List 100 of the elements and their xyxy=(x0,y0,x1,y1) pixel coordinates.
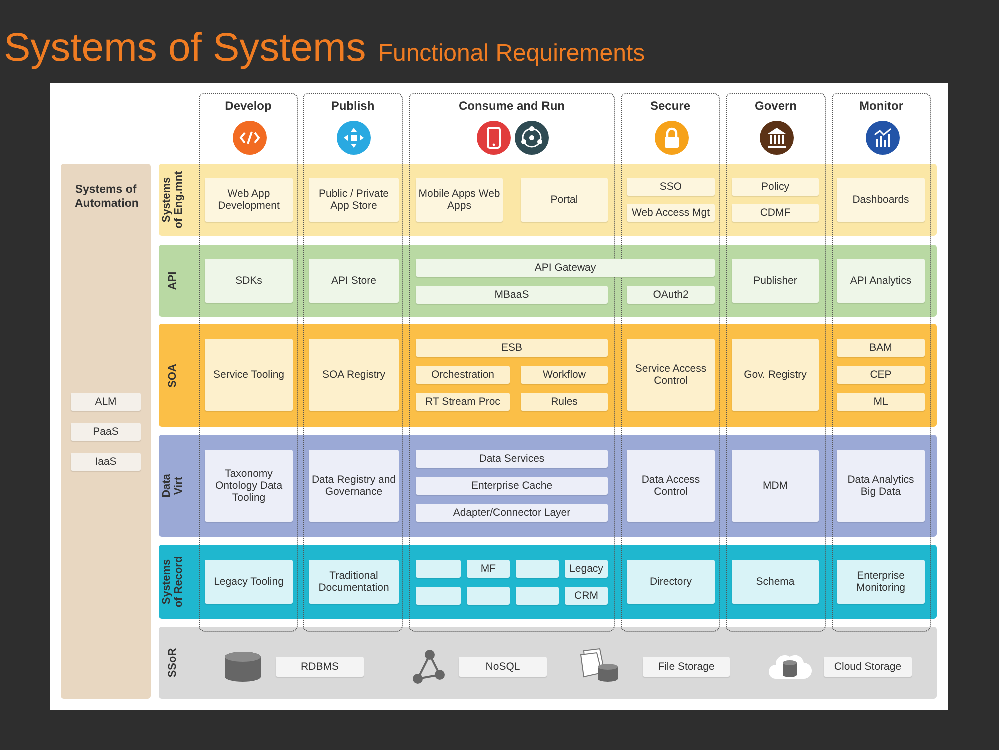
component-label: PaaS xyxy=(93,426,119,438)
component-box xyxy=(732,204,819,222)
component-label: Data Access Control xyxy=(640,474,702,498)
component-label: Workflow xyxy=(543,368,586,382)
component-box xyxy=(309,339,399,411)
component-label: BAM xyxy=(870,342,892,354)
component-label: Legacy Tooling xyxy=(214,576,284,588)
component-box xyxy=(565,587,608,605)
column-heading: Develop xyxy=(224,99,273,113)
component-label: MBaaS xyxy=(494,288,530,302)
component-label: ALM xyxy=(95,396,117,408)
column-heading: Monitor xyxy=(858,99,904,113)
component-box xyxy=(627,204,715,222)
component-box xyxy=(837,560,925,604)
component-label: Orchestration xyxy=(431,368,495,382)
component-box xyxy=(205,339,293,411)
component-label: MDM xyxy=(762,480,788,492)
component-label: ESB xyxy=(501,342,522,354)
component-label: Directory xyxy=(650,576,692,588)
component-label: RT Stream Proc xyxy=(426,396,500,408)
component-label: CEP xyxy=(870,368,892,382)
component-box xyxy=(627,450,715,522)
component-label: Rules xyxy=(551,396,578,408)
component-label: Mobile Apps Web Apps xyxy=(418,188,501,212)
component-label: Enterprise Monitoring xyxy=(855,570,907,594)
component-box xyxy=(205,450,293,522)
component-label: Public / Private App Store xyxy=(318,188,390,212)
automation-panel xyxy=(61,164,151,699)
component-label: Schema xyxy=(756,576,795,588)
layer-label: SOA xyxy=(166,362,180,390)
component-label: Data Analytics Big Data xyxy=(846,474,916,498)
component-box xyxy=(732,259,819,303)
component-label: CDMF xyxy=(760,206,791,220)
component-label: Dashboards xyxy=(852,194,910,206)
component-box xyxy=(416,178,503,222)
component-box xyxy=(309,560,399,604)
component-label: Gov. Registry xyxy=(744,368,807,382)
layer-label: API xyxy=(166,270,180,292)
component-box xyxy=(416,587,461,605)
component-label: Policy xyxy=(761,180,790,194)
component-box xyxy=(837,366,925,384)
component-label: NoSQL xyxy=(486,660,520,674)
component-box xyxy=(516,560,559,578)
component-box xyxy=(837,339,925,357)
component-box xyxy=(627,178,715,196)
component-box xyxy=(627,560,715,604)
component-box xyxy=(276,657,364,677)
component-label: Service Tooling xyxy=(213,368,284,382)
component-box xyxy=(643,657,730,677)
layer-band xyxy=(159,627,937,699)
component-box xyxy=(732,178,819,196)
component-label: Cloud Storage xyxy=(834,660,902,674)
component-box xyxy=(467,560,510,578)
component-box xyxy=(732,339,819,411)
component-box xyxy=(416,393,510,411)
component-box xyxy=(416,504,608,522)
component-box xyxy=(521,366,608,384)
component-box xyxy=(416,366,510,384)
component-box xyxy=(824,657,912,677)
title: Systems of Systems xyxy=(4,26,366,70)
component-box xyxy=(416,477,608,495)
component-box xyxy=(467,587,510,605)
component-box xyxy=(205,259,293,303)
component-box xyxy=(521,393,608,411)
column-heading: Govern xyxy=(754,99,798,113)
component-label: MF xyxy=(480,562,496,576)
component-box xyxy=(71,453,141,471)
component-box xyxy=(837,178,925,222)
component-label: CRM xyxy=(574,590,598,602)
component-box xyxy=(516,587,559,605)
component-label: Web App Development xyxy=(217,188,281,212)
panel-heading: Systems of Automation xyxy=(74,184,140,212)
component-box xyxy=(71,423,141,441)
layer-label: Systems of Eng.mnt xyxy=(160,171,186,229)
component-box xyxy=(732,450,819,522)
component-label: Portal xyxy=(550,194,578,206)
component-box xyxy=(837,450,925,522)
layer-label: Data Virt xyxy=(160,473,186,500)
component-label: API Store xyxy=(332,274,376,288)
component-box xyxy=(627,339,715,411)
component-box xyxy=(627,286,715,304)
component-label: Publisher xyxy=(754,274,798,288)
component-box xyxy=(71,393,141,411)
component-box xyxy=(416,450,608,468)
component-label: Enterprise Cache xyxy=(471,480,553,492)
component-box xyxy=(459,657,547,677)
component-label: Data Registry and Governance xyxy=(311,474,397,498)
component-box xyxy=(205,178,293,222)
component-label: Taxonomy Ontology Data Tooling xyxy=(214,468,284,504)
component-label: RDBMS xyxy=(301,660,339,674)
component-label: Service Access Control xyxy=(634,362,708,388)
component-label: SOA Registry xyxy=(322,368,386,382)
component-box xyxy=(205,560,293,604)
component-box xyxy=(309,259,399,303)
component-label: Legacy xyxy=(570,562,604,576)
component-label: Data Services xyxy=(479,452,545,466)
component-box xyxy=(837,259,925,303)
component-box xyxy=(416,560,461,578)
column-heading: Secure xyxy=(649,99,692,113)
component-label: Web Access Mgt xyxy=(632,206,710,220)
